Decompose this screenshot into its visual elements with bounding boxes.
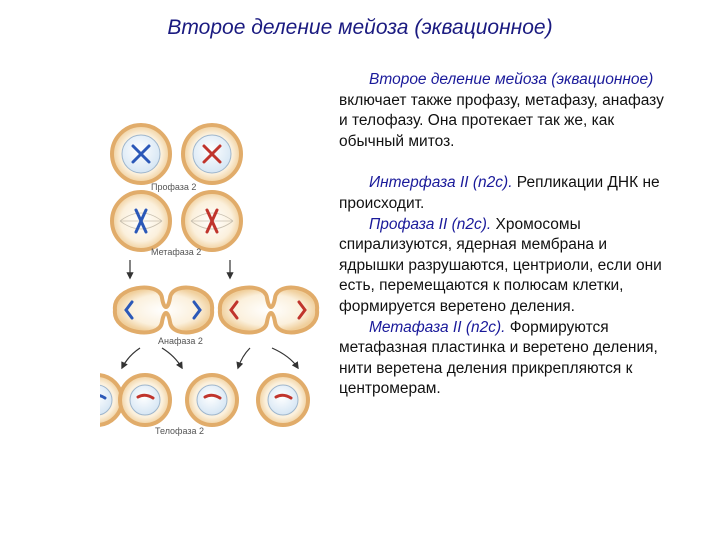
prophase-label: Профаза 2 bbox=[151, 182, 196, 192]
description-text: Второе деление мейоза (эквационное) вклю… bbox=[339, 70, 669, 400]
prophase-cell-right bbox=[181, 123, 243, 185]
metaphase-paragraph: Метафаза II (n2c). Формируются метафазна… bbox=[339, 318, 669, 400]
anaphase-cell-left bbox=[112, 285, 215, 335]
metaphase-term: Метафаза II (n2c). bbox=[369, 318, 506, 336]
prophase-text: Хромосомы спирализуются, ядерная мембран… bbox=[339, 215, 662, 315]
telophase-cell-3 bbox=[185, 373, 239, 427]
slide-title: Второе деление мейоза (эквационное) bbox=[167, 16, 553, 39]
prophase-term: Профаза II (n2c). bbox=[369, 215, 492, 233]
telophase-cell-2 bbox=[118, 373, 172, 427]
intro-text: включает также профазу, метафазу, анафаз… bbox=[339, 91, 664, 150]
metaphase-cell-left bbox=[110, 190, 172, 252]
anaphase-label: Анафаза 2 bbox=[158, 336, 203, 346]
interphase-term: Интерфаза II (n2c). bbox=[369, 174, 513, 192]
metaphase-label: Метафаза 2 bbox=[151, 247, 201, 257]
arrow-telophase-2 bbox=[161, 347, 183, 370]
interphase-paragraph: Интерфаза II (n2c). Репликации ДНК не пр… bbox=[339, 173, 669, 214]
metaphase-text: Формируются метафазная пластинка и верет… bbox=[339, 318, 658, 398]
arrow-telophase-1 bbox=[121, 347, 141, 370]
arrow-telophase-3 bbox=[236, 347, 251, 370]
arrow-telophase-4 bbox=[271, 347, 299, 370]
prophase-paragraph: Профаза II (n2c). Хромосомы спирализуютс… bbox=[339, 215, 669, 318]
intro-term: Второе деление мейоза (эквационное) bbox=[369, 71, 654, 88]
prophase-cell-left bbox=[110, 123, 172, 185]
anaphase-cell-right bbox=[217, 285, 320, 335]
metaphase-cell-right bbox=[181, 190, 243, 252]
interphase-text: Репликации ДНК не происходит. bbox=[339, 174, 660, 212]
telophase-label: Телофаза 2 bbox=[155, 426, 204, 436]
meiosis-ii-diagram: Профаза 2 Метафаза 2 Анафаза 2 bbox=[100, 123, 320, 436]
intro-paragraph: Второе деление мейоза (эквационное) вклю… bbox=[339, 70, 669, 152]
telophase-cell-4 bbox=[256, 373, 310, 427]
